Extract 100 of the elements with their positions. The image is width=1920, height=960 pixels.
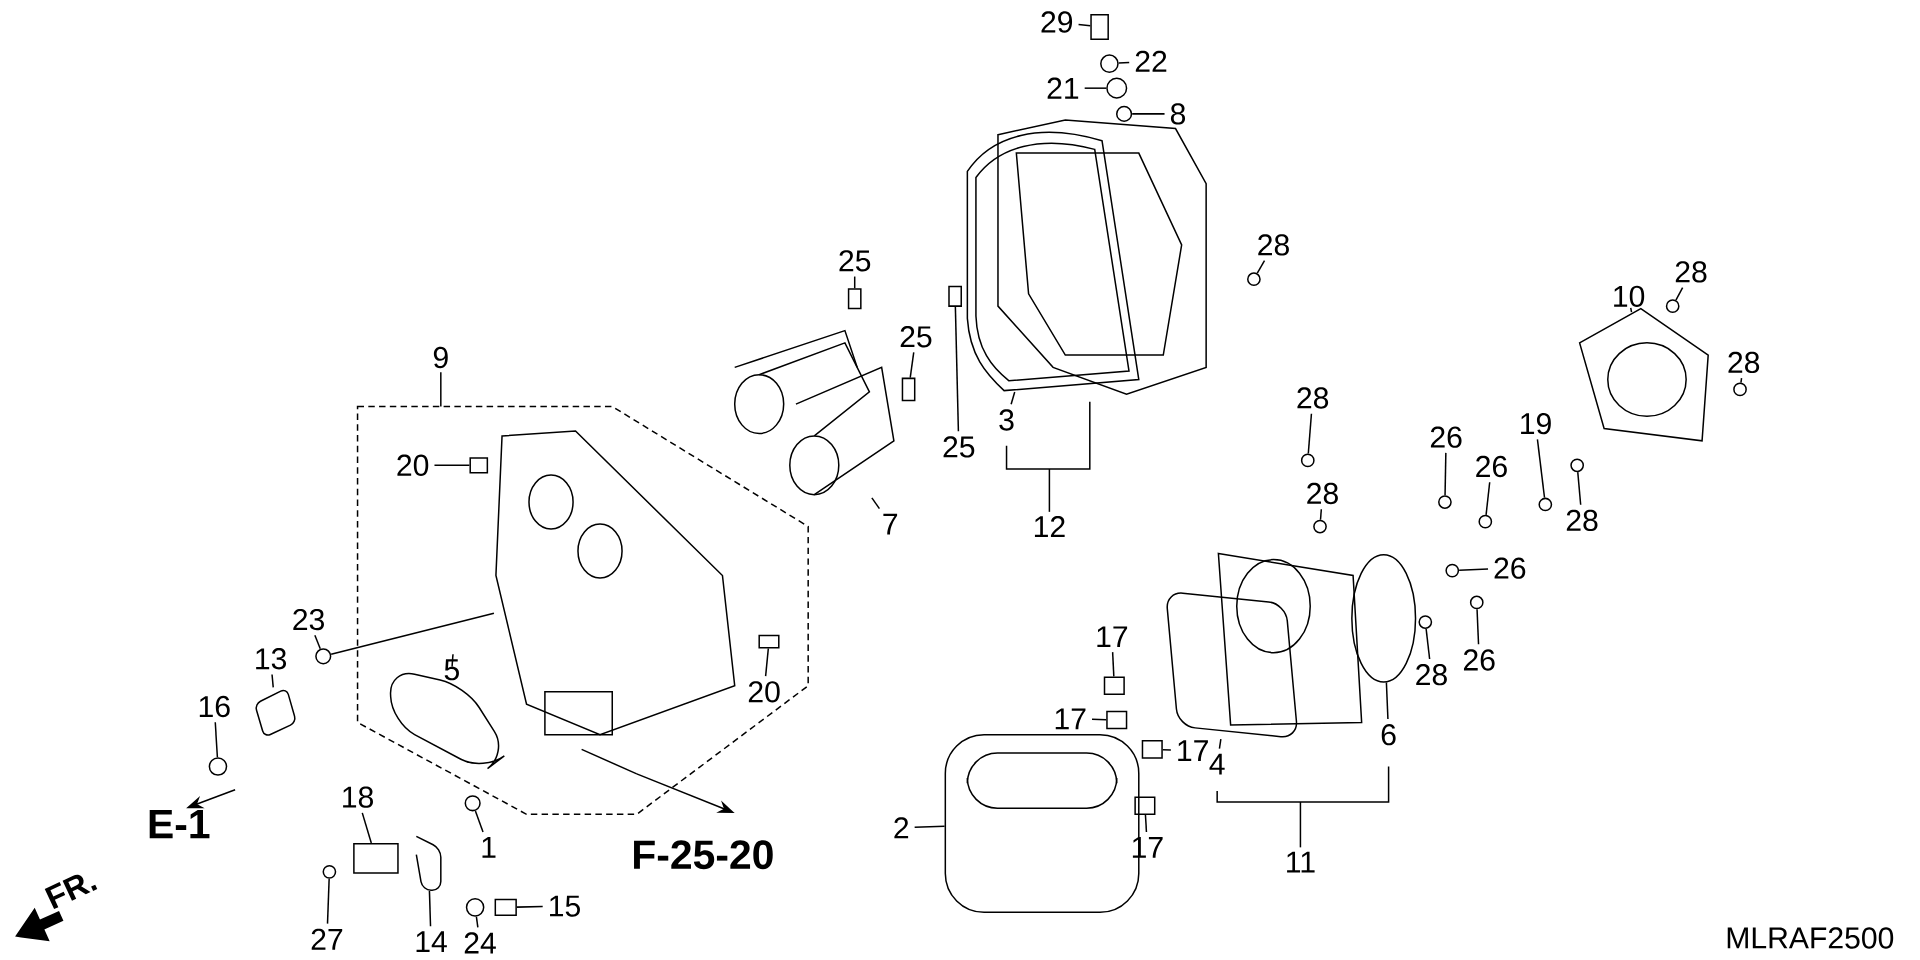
leader-line [1476, 608, 1480, 646]
part-drawing [1578, 307, 1709, 442]
callout-number: 25 [900, 326, 932, 348]
screw-drawing [1313, 519, 1327, 534]
leader-line [326, 877, 330, 925]
callout-number: 17 [1178, 740, 1208, 761]
callout-number: 22 [1135, 50, 1167, 72]
leader-line [475, 915, 479, 929]
screw-drawing [1733, 382, 1747, 397]
leader-line [1536, 438, 1546, 499]
callout-number: 26 [1463, 649, 1495, 671]
leader-line [1319, 508, 1323, 521]
leader-line [314, 634, 321, 650]
callout-number: 2 [894, 817, 909, 839]
callout-number: 24 [464, 932, 496, 954]
screw-drawing [1469, 595, 1484, 610]
callout-number: 28 [1728, 351, 1760, 374]
screw-drawing [465, 898, 485, 917]
leader-line [330, 612, 495, 656]
callout-number: 14 [416, 931, 447, 952]
part-drawing [1166, 592, 1298, 738]
screw-drawing [1247, 272, 1261, 287]
callout-number: 28 [1416, 664, 1447, 686]
part-drawing [469, 457, 489, 474]
callout-number: 26 [1430, 426, 1462, 448]
leader-line [516, 905, 544, 908]
leader-line [1083, 87, 1107, 89]
leader-line [1010, 391, 1016, 406]
leader-line [474, 810, 484, 833]
callout-number: 16 [199, 695, 230, 718]
callout-number: 25 [839, 250, 871, 272]
part-drawing [1103, 676, 1125, 696]
leader-line [1385, 681, 1389, 720]
callout-number: 9 [433, 346, 448, 369]
callout-number: 28 [1258, 234, 1289, 256]
leader-line [1117, 61, 1130, 64]
callout-number: 13 [256, 648, 287, 670]
part-drawing [847, 288, 862, 310]
screw-drawing [322, 864, 337, 879]
leader-line [451, 653, 454, 668]
part-drawing [966, 131, 1140, 392]
leader-line [1256, 259, 1266, 274]
callout-number: 28 [1307, 482, 1338, 505]
callout-number: 10 [1614, 285, 1645, 307]
screw-drawing [1570, 458, 1585, 473]
callout-number: 20 [397, 454, 429, 476]
part-drawing [1134, 796, 1156, 816]
part-drawing [948, 285, 962, 307]
part-drawing [495, 430, 736, 736]
callout-number: 20 [748, 681, 780, 703]
leader-line [909, 351, 915, 379]
front-label: FR. [44, 874, 98, 910]
callout-number: 26 [1476, 455, 1507, 478]
leader-line [271, 673, 274, 689]
callout-number: 23 [293, 608, 324, 631]
leader-line [1131, 113, 1166, 115]
callout-number: 7 [883, 513, 898, 535]
callout-number: 21 [1047, 77, 1079, 99]
callout-number: 19 [1521, 413, 1551, 435]
leader-line [1675, 286, 1684, 301]
screw-drawing [315, 648, 332, 665]
screw-drawing [464, 795, 481, 812]
callout-number: 15 [550, 895, 580, 917]
leader-line [954, 306, 960, 432]
callout-number: 26 [1494, 557, 1526, 579]
leader-line [853, 275, 856, 289]
part-drawing [415, 835, 442, 891]
part-drawing [1106, 710, 1128, 730]
leader-line [1458, 568, 1489, 572]
screw-drawing [1665, 299, 1680, 313]
callout-number: 12 [1034, 516, 1065, 538]
leader-line [913, 825, 946, 829]
leader-line [361, 812, 373, 844]
screw-drawing [1116, 105, 1133, 122]
leader-line [1577, 471, 1582, 506]
screw-drawing [1445, 563, 1460, 578]
screw-drawing [1418, 615, 1433, 629]
screw-drawing [1538, 497, 1553, 512]
callout-number: 1 [482, 837, 496, 858]
screw-drawing [1478, 514, 1493, 529]
reference-label: F-25-20 [634, 840, 773, 870]
leader-line [1091, 718, 1107, 721]
part-drawing [758, 634, 780, 649]
leader-line [1485, 481, 1491, 516]
leader-line [1630, 307, 1633, 313]
diagram-code: MLRAF2500 [1727, 927, 1894, 949]
callout-number: 28 [1566, 509, 1598, 532]
leader-line [214, 721, 219, 758]
part-drawing [494, 898, 517, 917]
callout-number: 18 [343, 786, 373, 808]
callout-number: 3 [999, 409, 1014, 431]
leader-line [1425, 628, 1431, 660]
leader-line [1077, 23, 1092, 27]
leader-line [871, 497, 881, 510]
reference-label: E-1 [149, 810, 210, 839]
callout-number: 8 [1170, 103, 1186, 125]
part-drawing [733, 329, 895, 496]
callout-number: 28 [1675, 261, 1707, 283]
screw-drawing [1100, 54, 1119, 73]
part-drawing [1141, 740, 1163, 759]
